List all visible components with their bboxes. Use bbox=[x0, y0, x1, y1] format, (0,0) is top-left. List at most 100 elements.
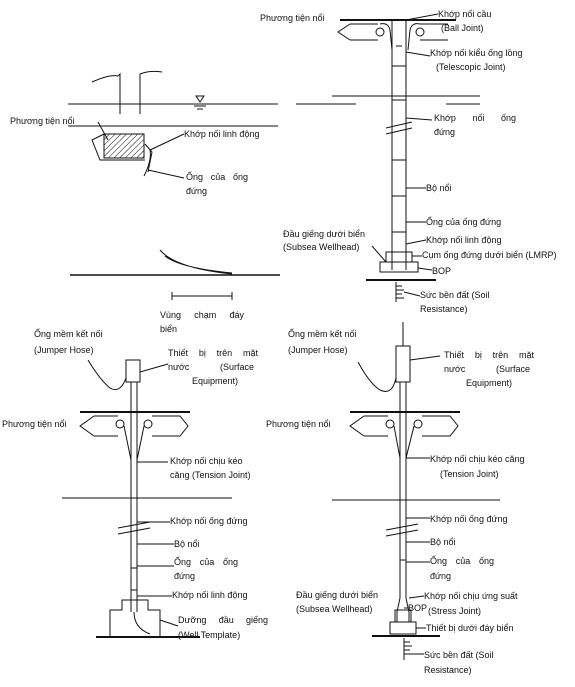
label-br-soil-1: Sức bền đất (Soil bbox=[424, 650, 494, 660]
pointer-tr-ball bbox=[405, 13, 439, 21]
label-tl-vessel: Phương tiện nổi bbox=[10, 116, 75, 126]
surface-equipment-left bbox=[125, 359, 141, 383]
label-bl-surface-2: nước (Surface bbox=[168, 362, 254, 372]
label-br-surface-3: Equipment) bbox=[466, 378, 513, 388]
label-tl-flex: Khớp nối linh động bbox=[184, 129, 260, 139]
well-template bbox=[109, 599, 161, 636]
label-br-tension-2: (Tension Joint) bbox=[440, 469, 499, 479]
label-tr-pipe-joint-2: đứng bbox=[434, 127, 456, 137]
vessel-hull bbox=[103, 133, 145, 159]
label-br-pipe-1: Ống của ống bbox=[430, 556, 494, 566]
pointer-tl-pipe bbox=[147, 169, 185, 179]
panel-drilling-riser bbox=[296, 13, 480, 302]
label-tr-wellhead-vi: Đầu giếng dưới biển bbox=[283, 229, 365, 239]
label-bl-pipe-2: đứng bbox=[174, 571, 196, 581]
riser-string-top bbox=[391, 20, 407, 270]
label-tr-lmrp: Cụm ống đứng dưới biển (LMRP) bbox=[422, 250, 557, 260]
label-tr-flex: Khớp nối linh động bbox=[426, 235, 502, 245]
vessel-arrow-left bbox=[337, 23, 351, 41]
label-br-jumper-vi: Ống mềm kết nối bbox=[288, 329, 357, 339]
label-br-subsea-eq: Thiết bị dưới đáy biển bbox=[426, 623, 514, 633]
label-bl-tension-2: căng (Tension Joint) bbox=[170, 470, 251, 480]
label-bl-template-en: (Well Template) bbox=[178, 630, 241, 640]
pointer-tr-bop bbox=[417, 267, 433, 271]
label-br-wellhead-vi: Đầu giếng dưới biển bbox=[296, 590, 378, 600]
flexible-riser-top bbox=[143, 143, 153, 177]
sheave-bl-left bbox=[115, 419, 125, 429]
label-tr-wellhead-en: (Subsea Wellhead) bbox=[283, 242, 360, 252]
label-bl-pipe-joint: Khớp nối ống đứng bbox=[170, 516, 248, 526]
pointer-tr-flex bbox=[405, 239, 427, 245]
sheave-left bbox=[375, 27, 385, 37]
label-bl-surface-1: Thiết bị trên mặt bbox=[168, 348, 258, 358]
label-tr-bop: BOP bbox=[432, 266, 452, 276]
label-bl-buoy: Bộ nổi bbox=[174, 539, 200, 549]
vessel-mast bbox=[91, 70, 163, 114]
pointer-tr-tele bbox=[405, 51, 431, 57]
label-br-buoy: Bộ nổi bbox=[430, 537, 456, 547]
sheave-bl-right bbox=[143, 419, 153, 429]
label-tr-tele-vi: Khớp nối kiểu ống lồng bbox=[430, 48, 523, 58]
vessel-arrow-br bbox=[349, 415, 365, 437]
sheave-br-right bbox=[413, 419, 423, 429]
label-bl-pipe-1: Ống của ống bbox=[174, 557, 238, 567]
jumper-hose-left bbox=[87, 359, 127, 391]
label-bl-jumper-vi: Ống mềm kết nối bbox=[34, 329, 103, 339]
label-br-wellhead-en: (Subsea Wellhead) bbox=[296, 604, 373, 614]
label-bl-template-vi: Dưỡng đầu giếng bbox=[178, 615, 268, 625]
label-bl-vessel: Phương tiện nổi bbox=[2, 419, 67, 429]
surface-equipment-right bbox=[395, 345, 411, 383]
label-br-surface-1: Thiết bị trên mặt bbox=[444, 350, 534, 360]
label-tl-touch-2: biển bbox=[160, 324, 178, 334]
panel-tension-leg-riser-right bbox=[332, 322, 500, 660]
label-tl-pipe-2: đứng bbox=[186, 186, 208, 196]
soil-resistance-marks bbox=[395, 282, 404, 302]
label-tr-pipe-joint-1: Khớp nối ống bbox=[434, 113, 516, 123]
label-br-bop: BOP bbox=[408, 603, 428, 613]
bop-block bbox=[379, 261, 419, 273]
pointer-tl-vessel bbox=[97, 121, 109, 141]
soil-resistance-br bbox=[403, 638, 412, 660]
stress-joint bbox=[396, 597, 410, 622]
label-br-pipe-2: đứng bbox=[430, 571, 452, 581]
label-tl-touch-1: Vùng chạm đáy bbox=[160, 310, 244, 320]
label-tl-pipe-1: Ống của ống bbox=[186, 172, 248, 182]
label-br-stress-en: (Stress Joint) bbox=[428, 606, 482, 616]
sheave-right bbox=[415, 27, 425, 37]
label-br-surface-2: nước (Surface bbox=[444, 364, 530, 374]
label-br-soil-2: Resistance) bbox=[424, 665, 472, 675]
label-tr-ball-en: (Ball Joint) bbox=[441, 23, 484, 33]
label-tr-soil-2: Resistance) bbox=[420, 304, 468, 314]
label-br-vessel: Phương tiện nổi bbox=[266, 419, 331, 429]
pointer-br-surface bbox=[409, 355, 441, 361]
label-br-tension-1: Khớp nối chịu kéo căng bbox=[430, 454, 525, 464]
lmrp-block bbox=[385, 251, 413, 263]
label-tr-buoy: Bộ nổi bbox=[426, 183, 452, 193]
label-bl-surface-3: Equipment) bbox=[192, 376, 239, 386]
water-level-marker bbox=[195, 95, 205, 103]
sheave-br-left bbox=[385, 419, 395, 429]
panel-tension-leg-riser-left bbox=[62, 359, 232, 638]
label-bl-tension-1: Khớp nối chịu kéo bbox=[170, 456, 243, 466]
panel-catenary-riser bbox=[68, 70, 280, 300]
pointer-tl-flex bbox=[149, 133, 185, 151]
label-bl-flex: Khớp nối linh động bbox=[172, 590, 248, 600]
label-tr-riser-pipe: Ống của ống đứng bbox=[426, 217, 502, 227]
label-tr-ball-vi: Khớp nối cầu bbox=[438, 9, 492, 19]
jumper-hose-right bbox=[357, 361, 397, 392]
label-br-stress-vi: Khớp nối chịu ứng suất bbox=[424, 591, 518, 601]
pointer-br-stress bbox=[408, 595, 425, 599]
vessel-arrow-bl bbox=[79, 415, 95, 437]
subsea-equipment-right bbox=[389, 621, 417, 635]
pointer-tr-joint bbox=[405, 117, 433, 121]
label-tr-soil-1: Sức bền đất (Soil bbox=[420, 290, 490, 300]
label-br-jumper-en: (Jumper Hose) bbox=[288, 345, 348, 355]
label-tr-vessel: Phương tiện nổi bbox=[260, 13, 325, 23]
pointer-tr-wellhead bbox=[371, 245, 387, 263]
label-bl-jumper-en: (Jumper Hose) bbox=[34, 345, 94, 355]
pointer-bl-surface bbox=[139, 363, 169, 373]
touchdown-curve bbox=[159, 249, 233, 275]
label-br-pipe-joint: Khớp nối ống đứng bbox=[430, 514, 508, 524]
